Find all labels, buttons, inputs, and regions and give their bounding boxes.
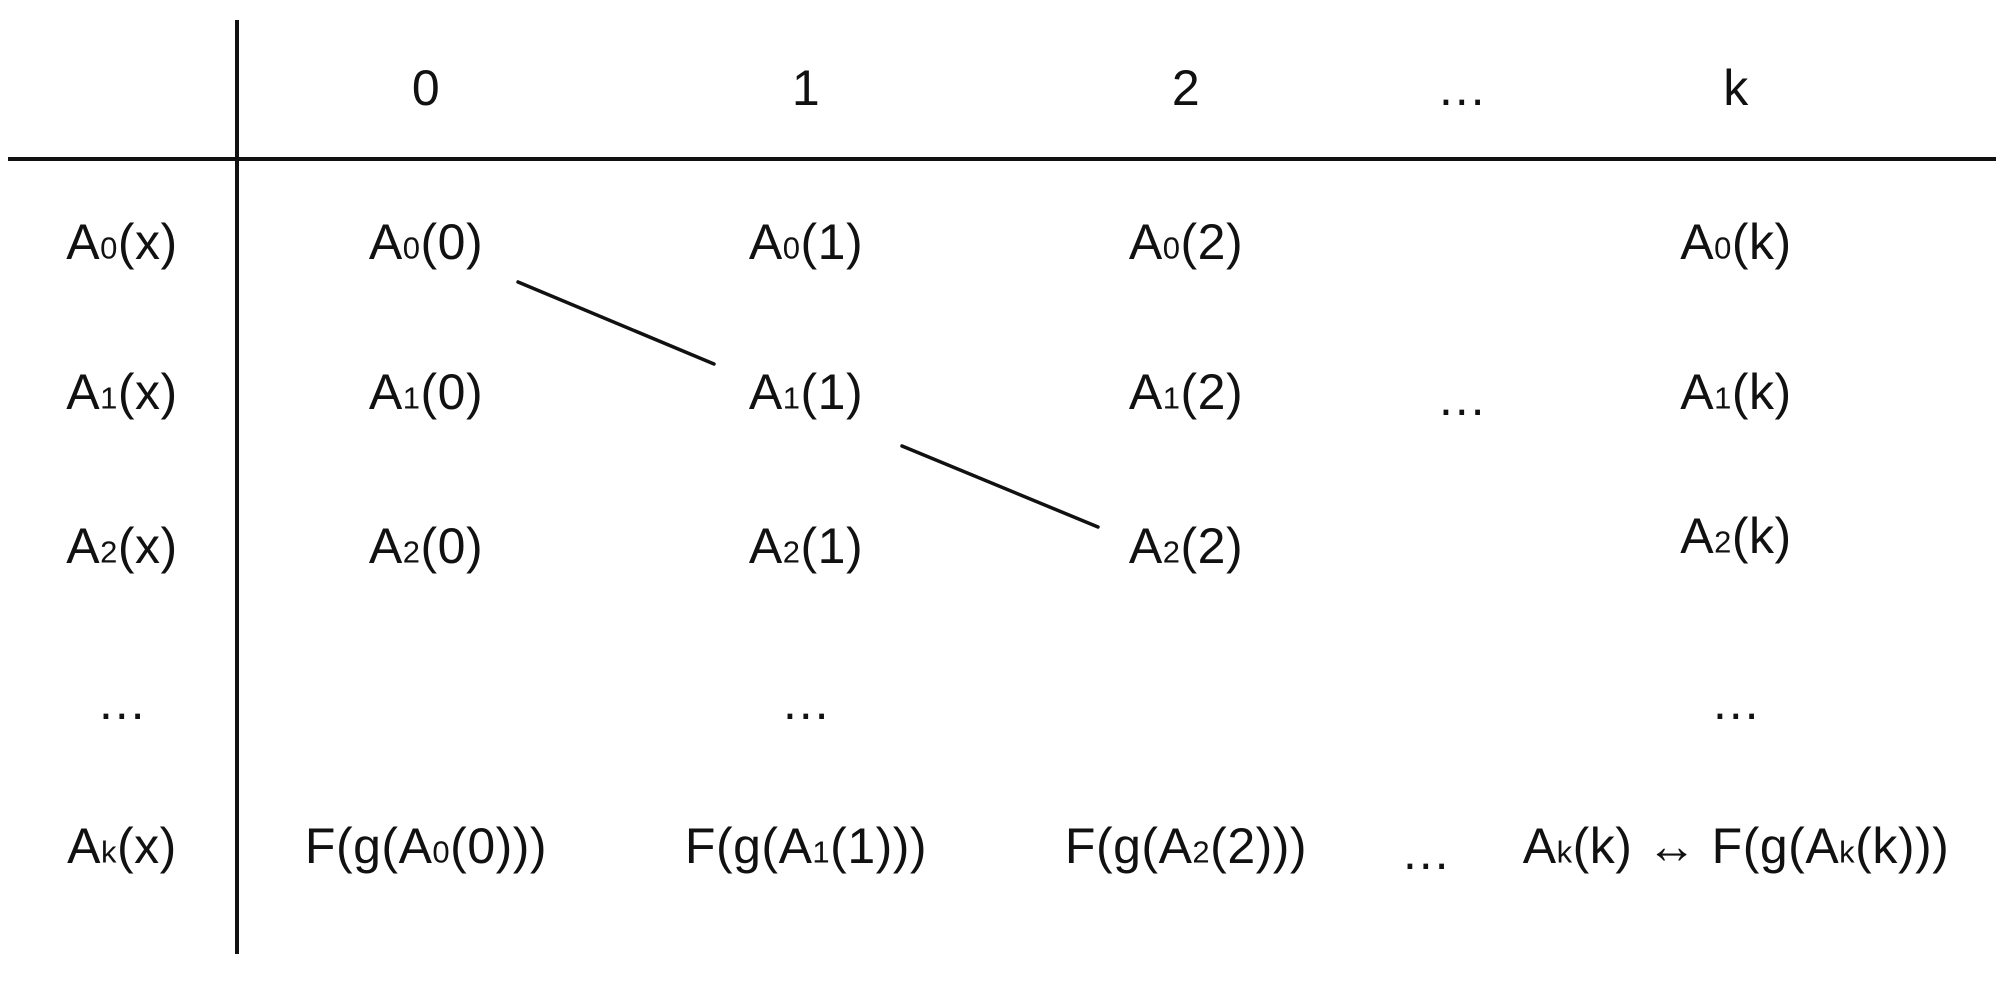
cell-ak-k: Ak(k) ↔ F(g(Ak(k))) bbox=[1522, 818, 1950, 874]
cell-a1-k: A1(k) bbox=[1680, 364, 1792, 420]
cell-ellipsis-k: … bbox=[1710, 674, 1762, 730]
cell-a2-0: A2(0) bbox=[368, 518, 484, 574]
column-header-ellipsis: … bbox=[1436, 60, 1488, 116]
vertical-divider bbox=[235, 20, 239, 954]
cell-a2-1: A2(1) bbox=[748, 518, 864, 574]
cell-ak-2: F(g(A2(2))) bbox=[1064, 818, 1308, 874]
cell-a1-2: A1(2) bbox=[1128, 364, 1244, 420]
cell-ellipsis-1: … bbox=[780, 674, 832, 730]
row-label-a2: A2(x) bbox=[66, 518, 178, 574]
column-header-2: 2 bbox=[1171, 60, 1201, 116]
connector-a0-0-to-a1-1 bbox=[516, 280, 716, 366]
row-label-a1: A1(x) bbox=[66, 364, 178, 420]
cell-a1-ellipsis: … bbox=[1436, 370, 1488, 426]
cell-ak-0: F(g(A0(0))) bbox=[304, 818, 548, 874]
column-header-1: 1 bbox=[791, 60, 821, 116]
row-label-ellipsis: … bbox=[96, 674, 148, 730]
horizontal-divider bbox=[8, 157, 1996, 161]
column-header-0: 0 bbox=[411, 60, 441, 116]
cell-a0-1: A0(1) bbox=[748, 214, 864, 270]
cell-ak-ellipsis: … bbox=[1400, 824, 1452, 880]
cell-a1-0: A1(0) bbox=[368, 364, 484, 420]
row-label-ak: Ak(x) bbox=[67, 818, 177, 874]
cell-a0-k: A0(k) bbox=[1680, 214, 1792, 270]
connector-a1-1-to-a2-2 bbox=[900, 444, 1100, 529]
cell-ak-1: F(g(A1(1))) bbox=[684, 818, 928, 874]
column-header-k: k bbox=[1723, 60, 1749, 116]
cell-a2-2: A2(2) bbox=[1128, 518, 1244, 574]
row-label-a0: A0(x) bbox=[66, 214, 178, 270]
cell-a2-k: A2(k) bbox=[1680, 508, 1792, 564]
cell-a1-1: A1(1) bbox=[748, 364, 864, 420]
cell-a0-0: A0(0) bbox=[368, 214, 484, 270]
cell-a0-2: A0(2) bbox=[1128, 214, 1244, 270]
